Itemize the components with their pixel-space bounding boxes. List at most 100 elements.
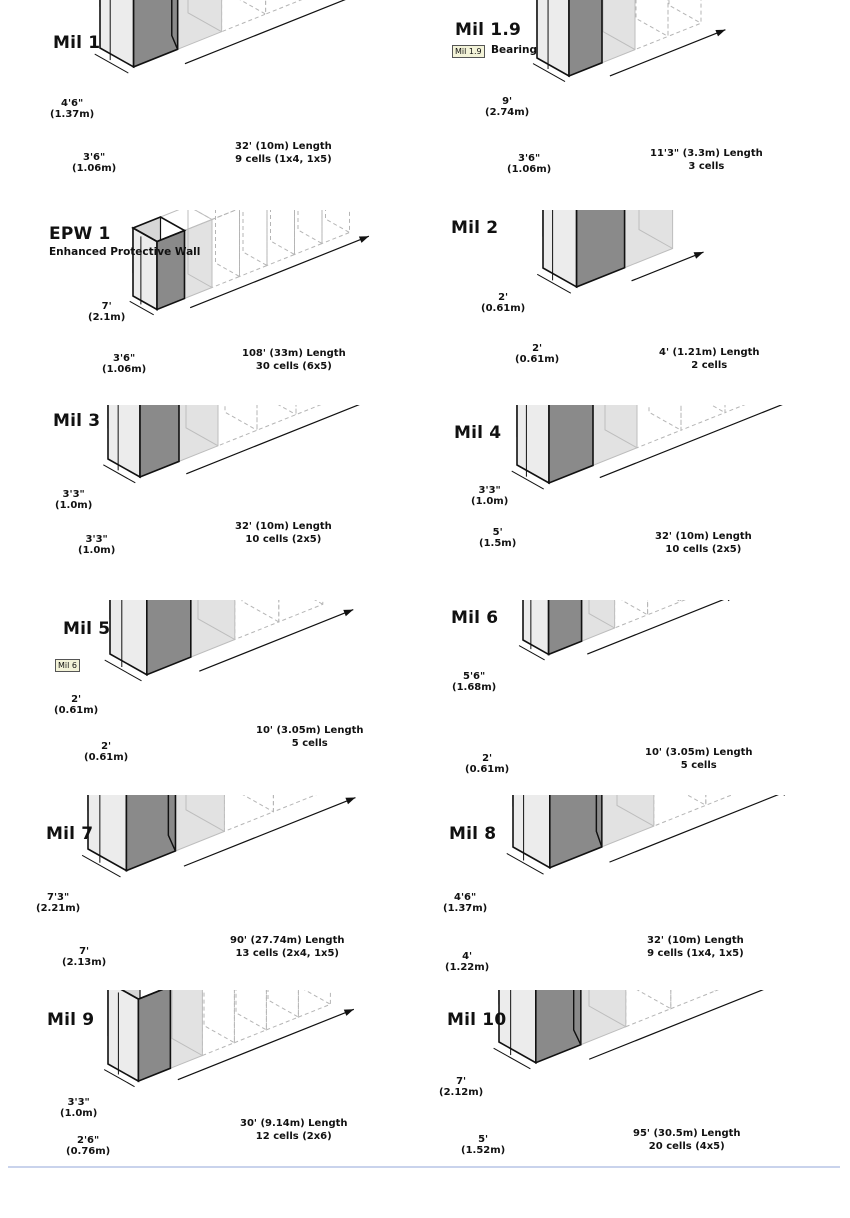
ghost-cell-front xyxy=(223,795,274,833)
unit-title: Mil 8 xyxy=(449,824,497,844)
ghost-cell-front xyxy=(201,990,235,1057)
length-arrow-head xyxy=(345,797,356,805)
ghost-cell-front xyxy=(653,795,707,827)
ghost-cell-front xyxy=(190,600,236,658)
length-arrow-line xyxy=(186,405,360,475)
panel-mil-7: Mil 7 7'3"(2.21m) 7'(2.13m) 90' (27.74m)… xyxy=(0,795,425,991)
length-arrow-line xyxy=(199,609,354,672)
ghost-cell-front xyxy=(272,795,317,813)
width-dimension-line xyxy=(518,645,545,661)
ghost-cell-front xyxy=(680,600,686,603)
cell-side-face xyxy=(139,405,180,479)
unit-illustration xyxy=(493,990,764,1070)
unit-illustration xyxy=(511,405,783,490)
length-arrow-head xyxy=(693,252,704,259)
height-label: 7'(2.1m) xyxy=(88,301,126,323)
panel-epw-1: EPW 1 Enhanced Protective Wall 7'(2.1m) … xyxy=(0,210,425,406)
ghost-cell-edge xyxy=(215,210,240,277)
unit-illustration xyxy=(532,0,726,83)
height-label: 5'6"(1.68m) xyxy=(452,671,497,693)
ghost-cell-front xyxy=(636,405,682,449)
width-label: 5'(1.52m) xyxy=(461,1134,506,1156)
panel-mil-1: Mil 1 4'6"(1.37m) 3'6"(1.06m) 32' (10m) … xyxy=(0,0,425,196)
width-label: 2'6"(0.76m) xyxy=(66,1135,111,1157)
ghost-cell-front xyxy=(667,0,702,38)
ghost-cell-front xyxy=(266,210,295,267)
unit-title: Mil 4 xyxy=(454,423,502,443)
cell-side-face xyxy=(132,0,179,69)
cell-side-face xyxy=(568,0,603,78)
ghost-cell-front xyxy=(211,210,240,289)
length-arrow-line xyxy=(184,0,346,65)
height-label: 4'6"(1.37m) xyxy=(50,98,95,120)
length-arrow-line xyxy=(609,29,726,77)
cell-side-face xyxy=(549,795,603,869)
ghost-cell-edge xyxy=(636,990,672,1010)
length-arrow-line xyxy=(189,235,370,309)
ghost-cell-front xyxy=(265,990,299,1031)
cell-left-face xyxy=(99,0,135,69)
unit-illustration xyxy=(103,990,355,1088)
ghost-cell-edge xyxy=(242,795,274,813)
length-arrow-head xyxy=(358,236,369,243)
unit-illustration xyxy=(104,600,354,682)
unit-title: Mil 5 xyxy=(63,619,111,639)
width-dimension-line xyxy=(104,659,142,682)
cell-side-face xyxy=(156,229,186,311)
ghost-cell-front xyxy=(670,990,717,1010)
ghost-cell-edge xyxy=(588,600,615,629)
unit-title: Mil 7 xyxy=(46,824,94,844)
ghost-cell-edge xyxy=(638,210,673,249)
ghost-cell-edge xyxy=(686,795,707,806)
width-label: 5'(1.5m) xyxy=(479,527,517,549)
height-label: 4'6"(1.37m) xyxy=(443,892,488,914)
width-dimension-line xyxy=(506,853,544,875)
cell-side-face xyxy=(548,405,594,485)
ghost-cell-edge xyxy=(635,0,669,37)
height-label: 7'3"(2.21m) xyxy=(36,892,81,914)
unit-title: EPW 1 xyxy=(49,224,111,244)
width-dimension-line xyxy=(94,53,129,74)
ghost-cell-front xyxy=(297,990,331,1018)
unit-title: Mil 9 xyxy=(47,1010,95,1030)
length-arrow-head xyxy=(715,29,726,37)
cell-left-face xyxy=(107,405,141,479)
height-label: 3'3"(1.0m) xyxy=(471,485,509,507)
cell-left-face xyxy=(542,210,578,289)
ghost-cell-edge xyxy=(668,0,702,24)
unit-title: Mil 2 xyxy=(451,218,499,238)
cell-side-face xyxy=(137,990,172,1083)
cell-left-face xyxy=(536,0,570,78)
unit-illustration xyxy=(506,795,786,875)
ghost-cell-front xyxy=(581,600,616,642)
unit-title: Mil 1.9 xyxy=(455,20,522,40)
ghost-cell-front xyxy=(715,990,719,992)
ghost-cell-front xyxy=(647,600,682,616)
ghost-cell-edge xyxy=(602,0,636,51)
ghost-cell-edge xyxy=(314,600,324,605)
ghost-cell-front xyxy=(680,405,726,431)
unit-subtitle: Bearing xyxy=(491,44,537,56)
ghost-cell-edge xyxy=(185,795,225,832)
unit-illustration xyxy=(129,210,370,316)
unit-tag: Mil 6 xyxy=(55,659,80,672)
ghost-cell-front xyxy=(177,0,223,51)
cell-top-rim xyxy=(120,990,164,1000)
ghost-cell-front xyxy=(278,600,324,623)
unit-tag: Mil 1.9 xyxy=(452,45,485,58)
ghost-cell-edge xyxy=(239,0,266,15)
ghost-cell-edge xyxy=(235,990,267,1031)
length-arrow-line xyxy=(183,796,356,867)
unit-title: Mil 6 xyxy=(451,608,499,628)
ghost-cell-front xyxy=(221,0,267,33)
height-label: 7'(2.12m) xyxy=(439,1076,484,1098)
width-label: 3'6"(1.06m) xyxy=(72,152,117,174)
panel-mil-3: Mil 3 3'3"(1.0m) 3'3"(1.0m) 32' (10m) Le… xyxy=(0,405,425,601)
cell-top-rim xyxy=(131,216,187,243)
